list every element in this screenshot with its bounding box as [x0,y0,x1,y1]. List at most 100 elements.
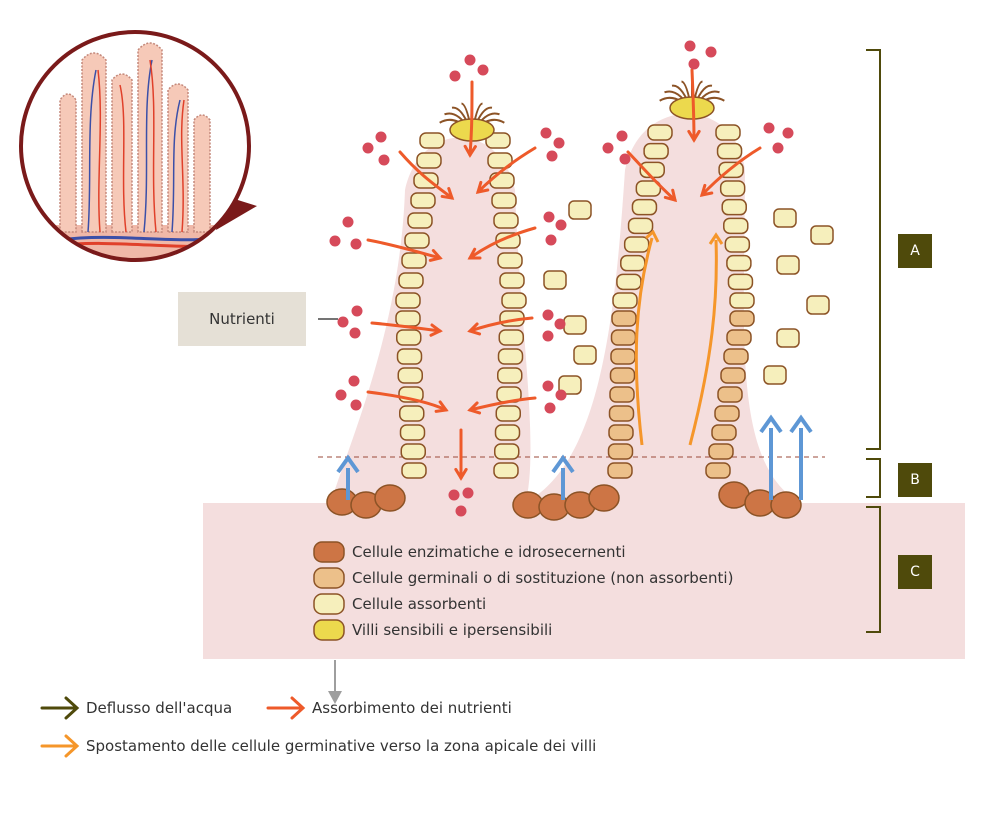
legend-absorbent-cells: Cellule assorbenti [352,595,487,613]
legend-germinal-cells: Cellule germinali o di sostituzione (non… [352,569,734,587]
orange-arrow-icon [40,734,80,758]
germinal-cell [607,462,633,479]
absorbent-cell [494,424,521,441]
zone-c-bracket [866,506,881,633]
absorption-arrow [699,146,762,197]
nutrient-dot [772,142,784,154]
absorbent-cell [397,367,423,384]
absorbent-cell [623,236,650,253]
germinal-cell [726,329,752,346]
nutrient-dot [375,131,387,143]
germinal-cell [611,310,637,327]
absorbent-cell [401,252,427,269]
germinal-cell [708,443,734,460]
germinal-cell [610,329,637,346]
nutrient-dot [342,216,354,228]
nutrient-dot [555,219,567,231]
sensitive-villi-swatch [313,619,345,641]
zone-a-bracket [866,49,881,450]
absorbent-cell [489,172,515,189]
absorbent-cell [487,152,513,169]
absorbent-cell [729,292,755,309]
nutrient-dots [329,40,794,517]
enzymatic-cell [588,484,620,512]
absorbent-cell [491,192,517,209]
germinal-cell [705,462,731,479]
upward-flow-arrow [789,414,813,500]
absorbent-cell [498,329,524,346]
absorbent-cell [727,273,754,291]
shed-absorbent-cell [563,315,587,335]
nutrient-dot [351,305,363,317]
nutrient-dot [602,142,614,154]
nutrient-dot [448,489,460,501]
nutrient-dot [543,211,555,223]
zone-b-bracket [866,458,881,498]
dark-olive-arrow-icon [40,696,80,720]
absorption-arrow [366,238,443,262]
shed-absorbent-cell [776,255,800,275]
germinal-cell [729,310,755,327]
absorbent-cell [631,198,658,216]
absorption-arrow [454,428,468,481]
germinal-cell [607,443,634,460]
germinal-cell [717,386,743,403]
absorbent-cell [612,292,638,309]
shed-absorbent-cell [776,328,800,348]
germinal-cell [720,367,746,384]
absorbent-cell [726,254,752,272]
nutrient-dot [782,127,794,139]
absorbent-cell [398,272,424,289]
absorption-arrow [366,390,449,413]
nutrient-dot [378,154,390,166]
germinal-cell [711,424,737,441]
shed-absorbent-cell [810,225,834,245]
absorbent-cell [494,443,520,460]
absorption-arrow [467,226,537,260]
germinal-cell [723,348,749,365]
absorbent-cell [407,212,433,229]
nutrient-dot [705,46,717,58]
nutrient-dot [555,389,567,401]
absorption-arrow [475,146,537,194]
nutrient-dot [350,399,362,411]
nutrient-dot [462,487,474,499]
germinal-cell [610,348,636,365]
germinal-cell [609,367,636,384]
nutrient-dot [449,70,461,82]
nutrient-dot [553,137,565,149]
nutrient-dot [546,150,558,162]
absorbent-cell [721,198,747,216]
enzymatic-cell [374,484,406,512]
absorbent-cell [715,124,741,141]
nutrient-dot [684,40,696,52]
nutrient-dot [616,130,628,142]
absorbent-cell [396,329,422,346]
nutrient-dot [350,238,362,250]
absorbent-cell [416,152,442,169]
absorbent-cell [399,424,426,441]
nutrient-dot [349,327,361,339]
absorbent-cell [404,232,430,249]
absorbent-cell-swatch [313,593,345,615]
nutrient-dot [763,122,775,134]
nutrient-dot [455,505,467,517]
legend-water-outflow: Deflusso dell'acqua [86,699,233,717]
nutrient-dot [554,318,566,330]
absorbent-cell [620,254,646,272]
absorbent-cell [716,142,743,160]
shed-absorbent-cell [763,365,787,385]
nutrients-label: Nutrienti [178,292,306,346]
absorbent-cell [493,212,519,229]
absorption-arrow [467,316,534,336]
nutrient-dot [464,54,476,66]
nutrient-dot [542,330,554,342]
nutrient-absorption-arrows [366,68,762,481]
upward-flow-arrows [336,414,813,500]
absorbent-cell [495,405,521,422]
red-orange-arrow-icon [266,696,306,720]
upward-flow-arrow [336,454,360,500]
inset-magnified-view [19,30,257,262]
absorbent-cell [616,273,642,291]
nutrient-dot [619,153,631,165]
